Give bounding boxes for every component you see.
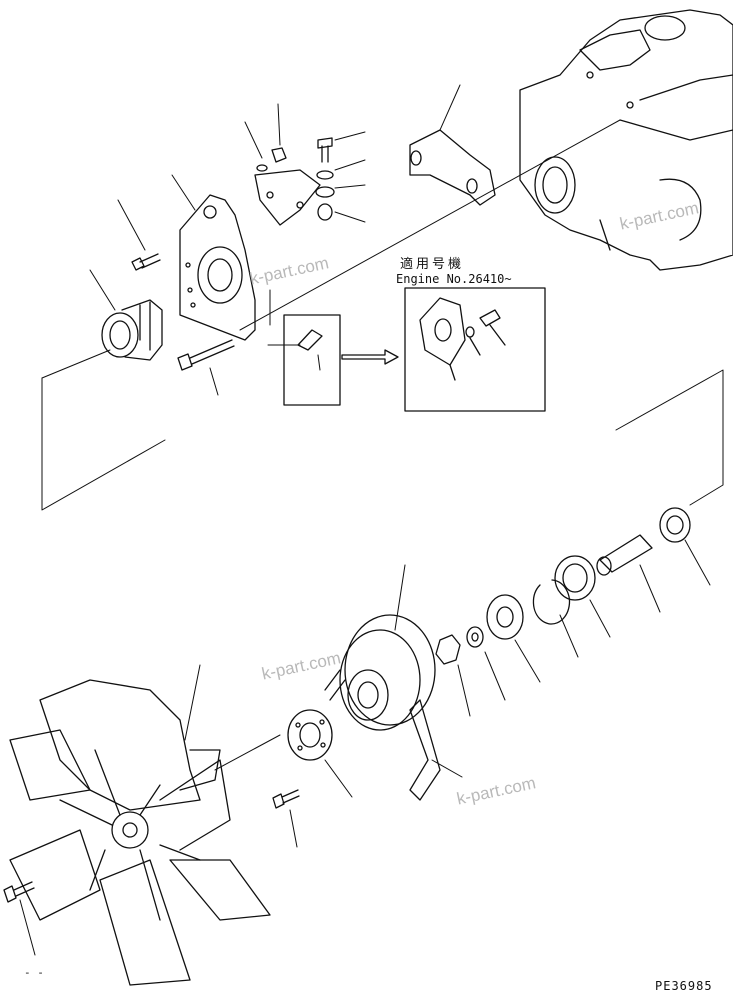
washer: [466, 626, 484, 648]
spacer-bolt: [272, 789, 300, 809]
leader-lines-upper: [41, 84, 724, 511]
pulley-hub: [486, 594, 524, 640]
snap-ring: [532, 579, 571, 625]
v-belt: [409, 699, 441, 801]
small-bracket: [254, 137, 335, 226]
detail-bolt-box: [283, 314, 341, 406]
long-bolt: [177, 339, 235, 371]
fan-pulley: [324, 614, 436, 731]
fan-spacer: [287, 709, 333, 761]
inset-engine-serial: Engine No.26410~: [396, 272, 512, 286]
engine-block: [519, 9, 733, 271]
arrow-to-inset: [341, 349, 399, 365]
cooling-fan: [9, 679, 271, 986]
fan-bracket: [409, 129, 496, 206]
drawing-number: PE36985: [655, 979, 713, 993]
fan-bolt: [3, 881, 35, 903]
leader-lines-lower: [19, 539, 711, 956]
nut: [435, 634, 461, 665]
inset-box: [404, 287, 546, 412]
page-marker: - -: [24, 966, 44, 979]
fan-shaft-bearing: [596, 507, 691, 576]
inset-applicability-label: 適用号機: [400, 257, 465, 272]
support-plate: [179, 194, 256, 341]
bearing: [554, 555, 596, 601]
bolt-left: [131, 253, 161, 271]
spacer-collar: [101, 299, 163, 361]
